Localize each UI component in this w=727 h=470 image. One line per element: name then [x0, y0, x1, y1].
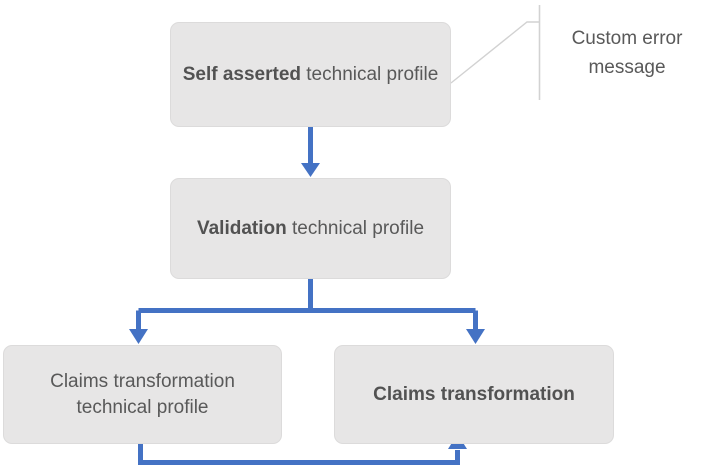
node-self-asserted-rest: technical profile: [301, 63, 439, 85]
arrow-self-asserted-to-validation-icon: [301, 127, 320, 177]
node-validation-rest: technical profile: [286, 217, 425, 239]
node-self-asserted-bold: Self asserted: [182, 63, 301, 85]
custom-error-message-line-2: message: [588, 57, 666, 79]
node-claims-transformation-technical-profile-label: Claims transformation technical profile: [14, 369, 271, 419]
node-self-asserted-label: Self asserted technical profile: [183, 62, 439, 87]
node-validation-technical-profile[interactable]: Validation technical profile: [170, 178, 451, 279]
node-claims-transformation-bold: Claims transformation: [373, 383, 575, 405]
node-self-asserted-technical-profile[interactable]: Self asserted technical profile: [170, 22, 451, 127]
node-claims-transformation-technical-profile-rest: Claims transformation technical profile: [50, 371, 235, 418]
node-validation-label: Validation technical profile: [197, 216, 424, 241]
node-claims-transformation-technical-profile[interactable]: Claims transformation technical profile: [3, 345, 282, 444]
node-validation-bold: Validation: [196, 217, 287, 239]
arrow-validation-branch-icon: [129, 279, 485, 344]
node-claims-transformation-label: Claims transformation: [373, 382, 575, 407]
custom-error-message-line-1: Custom error: [571, 28, 683, 49]
node-claims-transformation[interactable]: Claims transformation: [334, 345, 614, 444]
custom-error-message-leader-icon: [450, 5, 541, 100]
custom-error-message-callout: Custom error message: [552, 24, 702, 83]
